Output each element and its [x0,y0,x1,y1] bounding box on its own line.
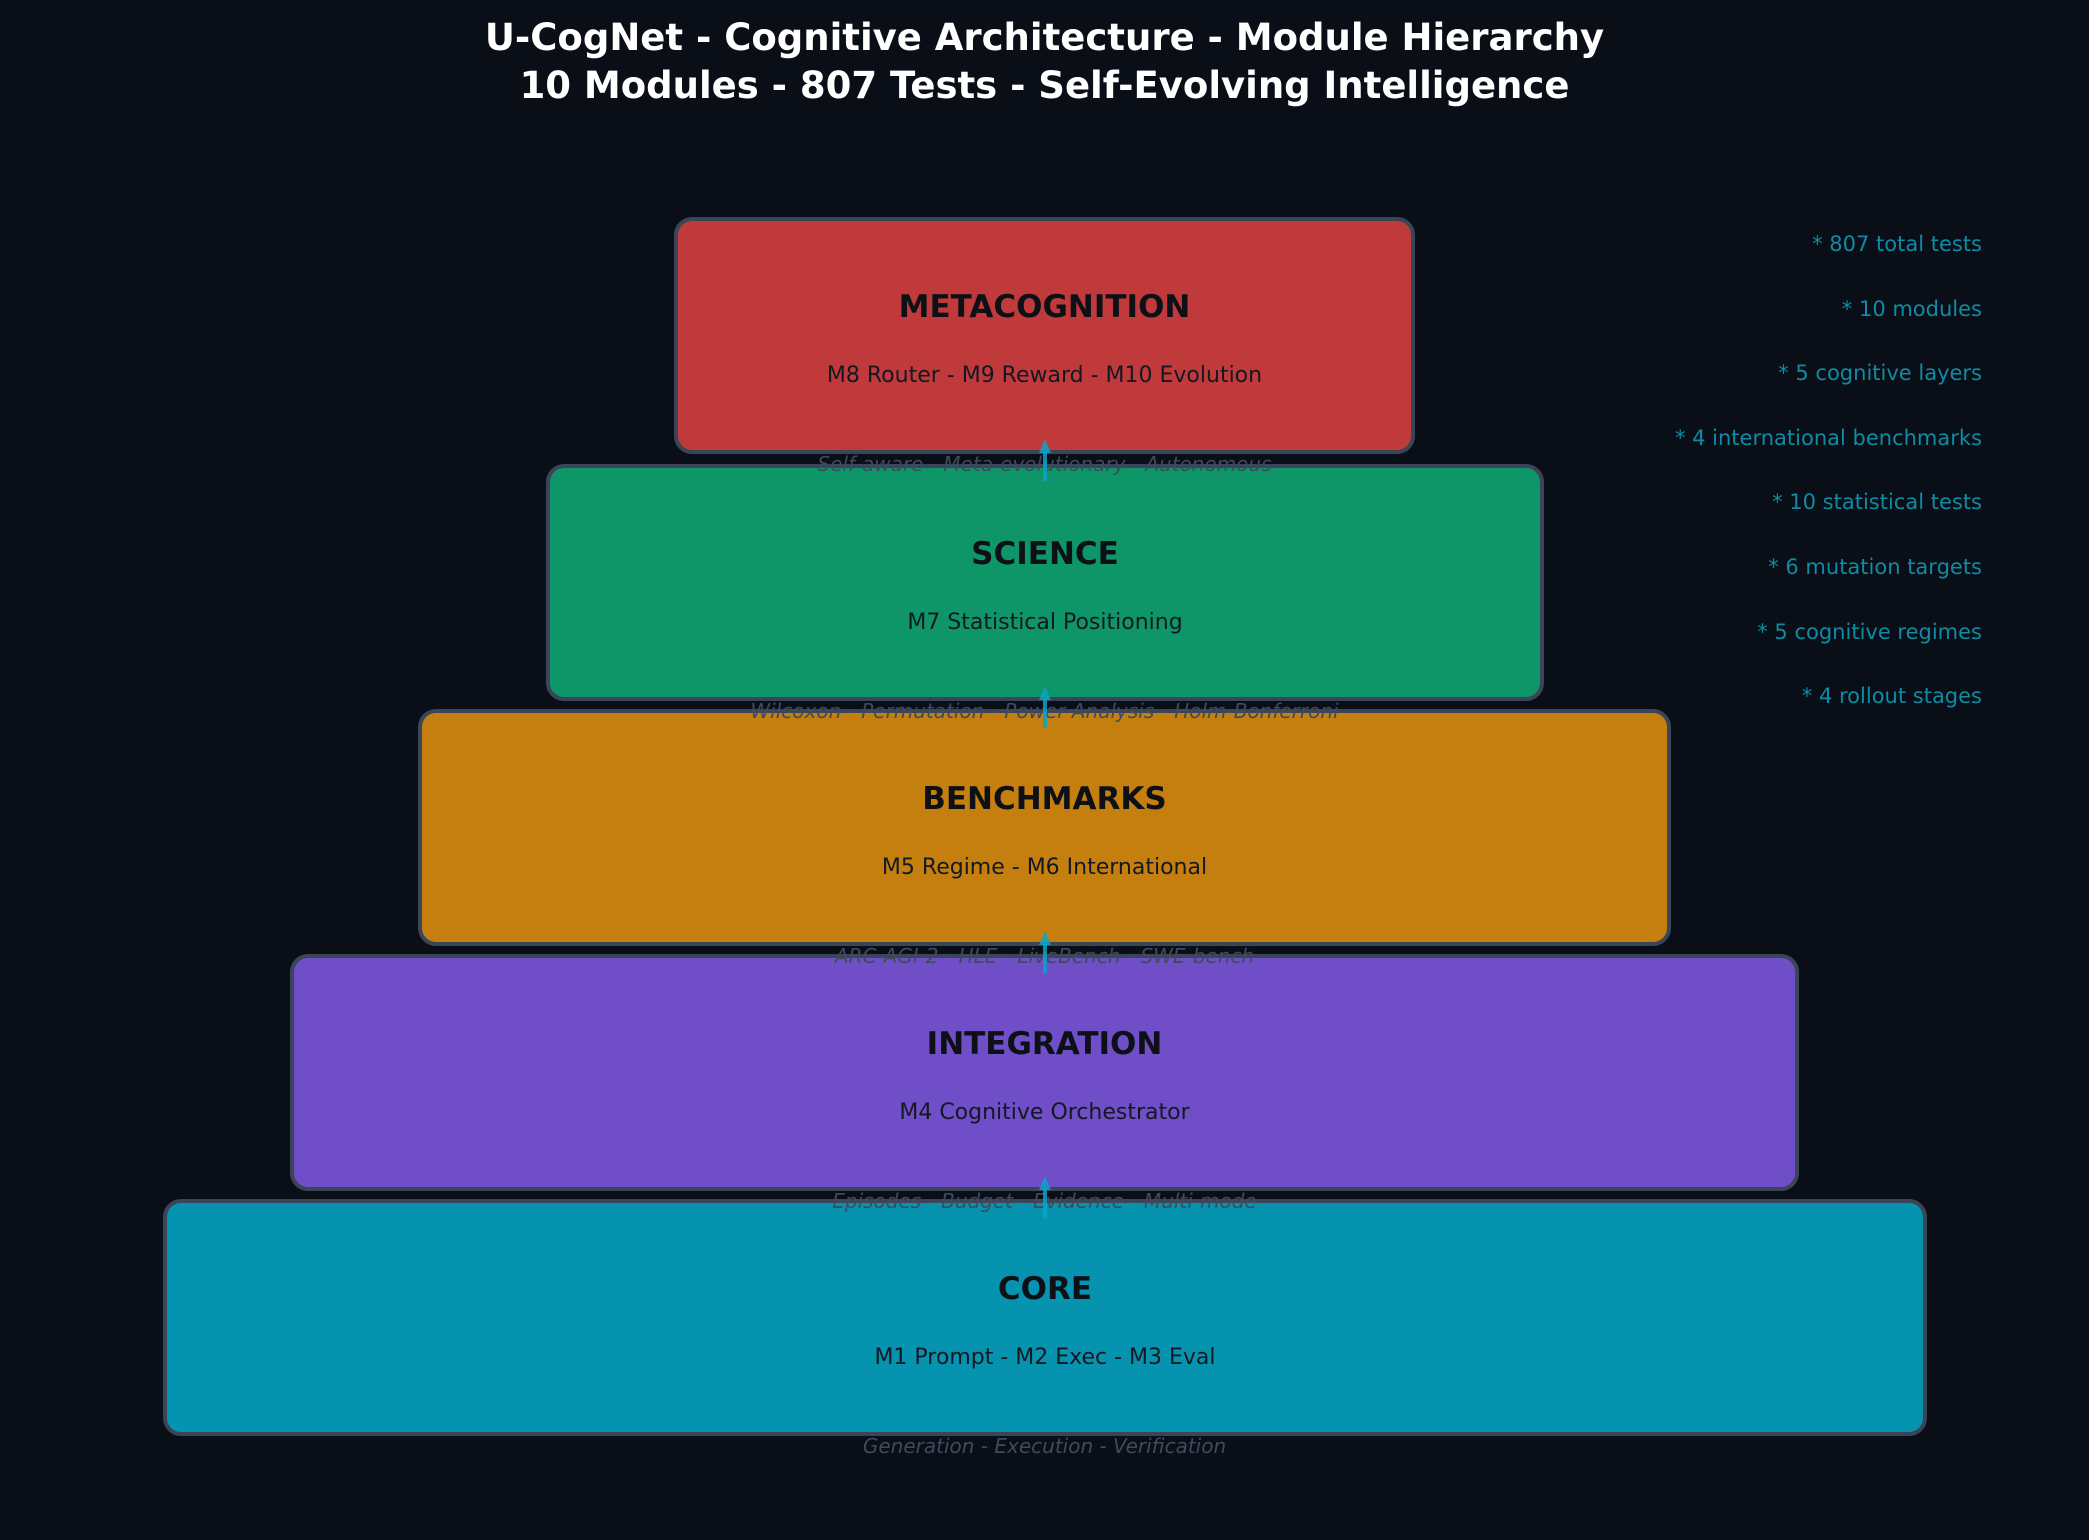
layer-modules: M5 Regime - M6 International [881,855,1208,880]
stat-item: * 10 statistical tests [1772,490,1982,515]
layer-box-science: SCIENCE M7 Statistical Positioning [546,464,1544,701]
up-arrow-icon [1039,439,1051,481]
stat-item: * 4 rollout stages [1801,684,1982,709]
stat-item: * 6 mutation targets [1768,555,1982,579]
up-arrow-icon [1039,931,1051,973]
layer-title: SCIENCE [971,536,1119,572]
layer-title: BENCHMARKS [922,781,1167,817]
title-line-1: U-CogNet - Cognitive Architecture - Modu… [484,16,1605,59]
layer-box-core: CORE M1 Prompt - M2 Exec - M3 Eval [163,1199,1927,1436]
up-arrow-icon [1039,686,1051,728]
layer-caption: Generation - Execution - Verification [862,1434,1227,1458]
title-line-2: 10 Modules - 807 Tests - Self-Evolving I… [519,64,1570,107]
layer-title: CORE [997,1271,1093,1307]
stat-item: * 5 cognitive regimes [1757,619,1982,644]
stat-item: * 10 modules [1841,296,1982,321]
stat-item: * 807 total tests [1812,232,1982,256]
layer-box-integration: INTEGRATION M4 Cognitive Orchestrator [290,954,1799,1191]
layer-box-benchmarks: BENCHMARKS M5 Regime - M6 International [418,709,1671,946]
layer-modules: M1 Prompt - M2 Exec - M3 Eval [874,1345,1216,1370]
layer-title: METACOGNITION [898,289,1191,325]
layer-modules: M4 Cognitive Orchestrator [899,1100,1190,1125]
layer-modules: M8 Router - M9 Reward - M10 Evolution [826,363,1263,388]
stat-item: * 5 cognitive layers [1778,361,1982,386]
layer-modules: M7 Statistical Positioning [907,610,1183,635]
layer-title: INTEGRATION [926,1026,1163,1062]
layer-box-metacognition: METACOGNITION M8 Router - M9 Reward - M10… [674,217,1415,454]
up-arrow-icon [1039,1176,1051,1218]
stat-item: * 4 international benchmarks [1674,425,1982,450]
